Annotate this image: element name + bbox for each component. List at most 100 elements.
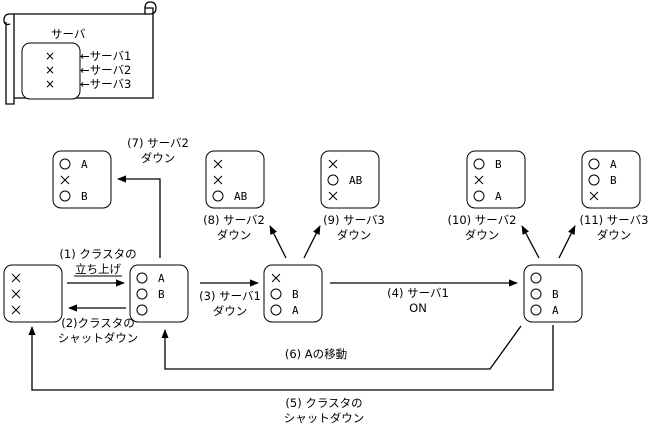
resource-label: B: [610, 174, 617, 187]
legend-title: サーバ: [51, 27, 86, 41]
transition-label-line: (10) サーバ2: [448, 213, 517, 227]
arrow-t5: [28, 325, 554, 391]
transition-label-line: (1) クラスタの: [59, 247, 136, 261]
transition-label-line: (3) サーバ1: [199, 289, 261, 303]
server-down-icon: [474, 175, 484, 185]
arrow-t10: [521, 225, 540, 259]
arrow-t8: [269, 225, 287, 259]
legend-symbol: ×: [45, 63, 55, 77]
server-up-icon: [588, 158, 600, 170]
server-up-icon: [212, 190, 224, 202]
state-box: [129, 264, 189, 323]
legend-server-box: [21, 42, 81, 100]
server-down-icon: [11, 289, 21, 299]
state-box: [466, 150, 526, 209]
server-up-icon: [136, 272, 148, 284]
transition-label-line: ダウン: [337, 228, 372, 242]
arrow-t6: [161, 325, 522, 370]
state-s10: BA: [466, 150, 526, 209]
resource-label: AB: [234, 190, 248, 203]
state-s1: AB: [129, 264, 189, 323]
server-down-icon: [11, 305, 21, 315]
legend-server-label: ←サーバ2: [80, 63, 131, 77]
transition-label-line: 立ち上げ: [75, 262, 121, 276]
transition-label-line: (4) サーバ1: [387, 286, 449, 300]
state-s7: AB: [52, 150, 112, 209]
transition-label-line: ダウン: [141, 151, 176, 165]
server-up-icon: [270, 288, 282, 300]
state-s8: AB: [205, 150, 265, 209]
server-up-icon: [59, 190, 71, 202]
resource-label: B: [158, 288, 165, 301]
server-up-icon: [136, 288, 148, 300]
resource-label: A: [81, 158, 88, 171]
transition-label-line: (5) クラスタの: [285, 396, 362, 410]
server-down-icon: [589, 191, 599, 201]
server-up-icon: [588, 174, 600, 186]
transition-label-line: (6) Aの移動: [285, 347, 347, 361]
legend-server-label: ←サーバ3: [80, 77, 131, 91]
transition-label-line: ダウン: [597, 228, 632, 242]
transition-label-line: (7) サーバ2: [127, 136, 189, 150]
resource-label: B: [552, 288, 559, 301]
state-s3: BA: [263, 264, 323, 323]
state-s11: AB: [581, 150, 641, 209]
server-up-icon: [473, 190, 485, 202]
transition-label-line: ON: [409, 301, 427, 315]
server-up-icon: [327, 174, 339, 186]
server-down-icon: [328, 191, 338, 201]
server-up-icon: [270, 304, 282, 316]
server-up-icon: [473, 158, 485, 170]
state-box: [263, 264, 323, 323]
scroll-outline: [3, 7, 154, 105]
transition-label-line: シャットダウン: [58, 331, 139, 345]
state-box: [52, 150, 112, 209]
transition-label-line: (11) サーバ3: [580, 213, 649, 227]
server-up-icon: [136, 304, 148, 316]
arrow-t9: [303, 225, 321, 259]
resource-label: A: [158, 272, 165, 285]
resource-label: A: [292, 304, 299, 317]
state-box: [205, 150, 265, 209]
transition-label-line: ダウン: [213, 304, 248, 318]
arrow-t11: [558, 225, 576, 259]
server-up-icon: [530, 304, 542, 316]
server-down-icon: [213, 159, 223, 169]
legend-symbol: ×: [45, 49, 55, 63]
server-down-icon: [60, 175, 70, 185]
resource-label: A: [610, 158, 617, 171]
resource-label: B: [292, 288, 299, 301]
state-s0: [3, 264, 63, 323]
server-up-icon: [530, 272, 542, 284]
connectors: [28, 175, 576, 391]
server-up-icon: [530, 288, 542, 300]
arrow-t7: [117, 175, 161, 258]
legend-symbol: ×: [45, 77, 55, 91]
server-down-icon: [271, 273, 281, 283]
resource-label: A: [552, 304, 559, 317]
transition-label-line: シャットダウン: [284, 411, 365, 425]
state-s9: AB: [320, 150, 380, 209]
resource-label: A: [495, 190, 502, 203]
server-down-icon: [328, 159, 338, 169]
server-down-icon: [213, 175, 223, 185]
transition-label-line: (2)クラスタの: [61, 316, 135, 330]
resource-label: B: [81, 190, 88, 203]
state-s4: BA: [523, 264, 583, 323]
resource-label: AB: [349, 174, 363, 187]
server-up-icon: [59, 158, 71, 170]
resource-label: B: [495, 158, 502, 171]
legend-server-label: ←サーバ1: [80, 49, 131, 63]
transition-label-line: ダウン: [465, 228, 500, 242]
server-down-icon: [11, 273, 21, 283]
